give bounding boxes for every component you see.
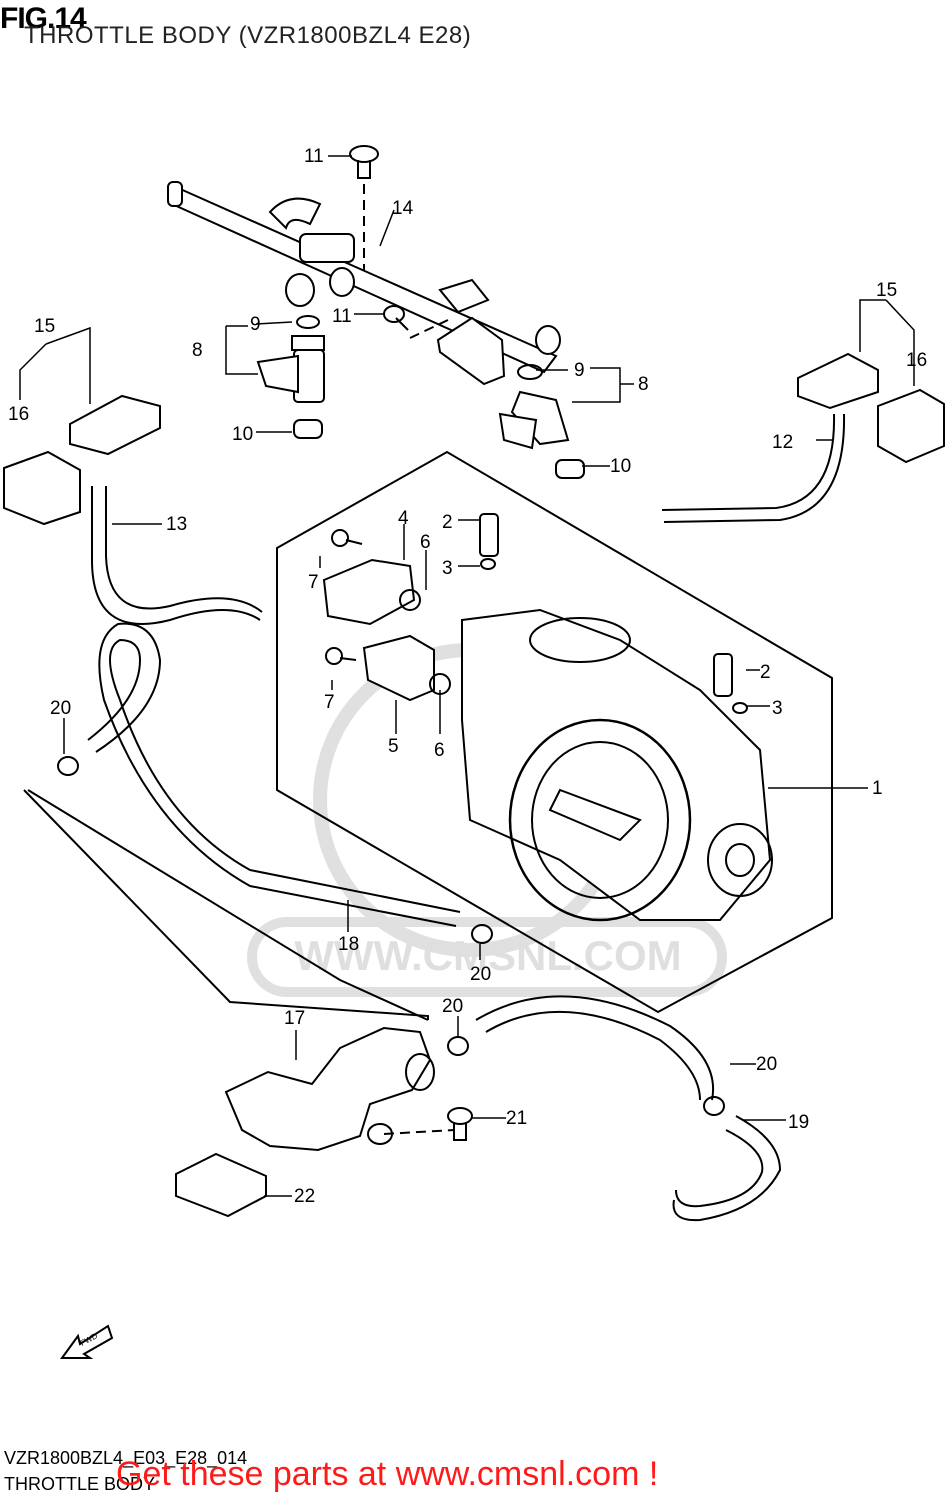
callout-9b: 9	[574, 360, 585, 381]
callout-18: 18	[338, 934, 359, 955]
callout-8b: 8	[638, 374, 649, 395]
hose-18	[87, 638, 461, 913]
callout-10b: 10	[610, 456, 631, 477]
diagram-code: VZR1800BZL4_E03_E28_014	[4, 1448, 248, 1468]
injector-right	[498, 364, 585, 479]
clamps-20	[57, 756, 725, 1116]
promo-link[interactable]: Get these parts at www.cmsnl.com !	[116, 1455, 659, 1493]
valve-17	[224, 1026, 435, 1152]
hose-box	[23, 789, 429, 1020]
tps-sensor	[322, 558, 421, 626]
callout-17: 17	[284, 1008, 305, 1029]
hose-12	[663, 413, 846, 523]
callout-16b: 16	[906, 350, 927, 371]
callout-20d: 20	[756, 1054, 777, 1075]
callout-21: 21	[506, 1108, 527, 1129]
callout-2a: 2	[442, 512, 453, 533]
callout-20b: 20	[470, 964, 491, 985]
callout-8a: 8	[192, 340, 203, 361]
leader-lines	[19, 155, 915, 1197]
callouts: 1 2 2 3 3 4 5 6 6 7 7 8 8 9 9 10 10 11 1…	[8, 146, 927, 1207]
callout-10a: 10	[232, 424, 253, 445]
fuel-rail	[167, 181, 561, 386]
injector-left	[256, 315, 325, 439]
callout-22: 22	[294, 1186, 315, 1207]
screw-2	[479, 513, 748, 714]
hose-19	[485, 1010, 782, 1222]
callout-3a: 3	[442, 558, 453, 579]
callout-4: 4	[398, 508, 409, 529]
fwd-arrow-icon: FWD	[60, 1324, 114, 1359]
callout-3b: 3	[772, 698, 783, 719]
watermark-text: WWW.CMSNL.COM	[294, 932, 681, 979]
callout-15a: 15	[34, 316, 55, 337]
callout-20a: 20	[50, 698, 71, 719]
callout-12: 12	[772, 432, 793, 453]
screw-21	[383, 1107, 473, 1141]
callout-2b: 2	[760, 662, 771, 683]
callout-19: 19	[788, 1112, 809, 1133]
callout-7a: 7	[308, 572, 319, 593]
sensor-left	[3, 394, 161, 526]
screw-7	[325, 529, 363, 665]
callout-9a: 9	[250, 314, 261, 335]
hose-13	[91, 486, 261, 625]
diagram-subtitle: THROTTLE BODY	[4, 1474, 156, 1494]
callout-1: 1	[872, 778, 883, 799]
callout-13: 13	[166, 514, 187, 535]
callout-7b: 7	[324, 692, 335, 713]
callout-15b: 15	[876, 280, 897, 301]
callout-5: 5	[388, 736, 399, 757]
figure-number: FIG.14	[0, 2, 87, 35]
callout-11a: 11	[304, 146, 324, 167]
callout-6a: 6	[420, 532, 431, 553]
callout-16a: 16	[8, 404, 29, 425]
screw-11-mid	[383, 305, 449, 339]
throttle-body	[461, 608, 773, 922]
parts-diagram: WWW.CMSNL.COM	[3, 145, 945, 1359]
callout-11b: 11	[332, 306, 352, 327]
figure-title: THROTTLE BODY (VZR1800BZL4 E28)	[24, 22, 472, 49]
pad-22	[175, 1152, 267, 1218]
callout-6b: 6	[434, 740, 445, 761]
sensor-right	[797, 352, 945, 464]
callout-14: 14	[392, 198, 414, 219]
assembly-box	[276, 450, 833, 1014]
callout-20c: 20	[442, 996, 463, 1017]
screw-11-top	[349, 145, 379, 270]
